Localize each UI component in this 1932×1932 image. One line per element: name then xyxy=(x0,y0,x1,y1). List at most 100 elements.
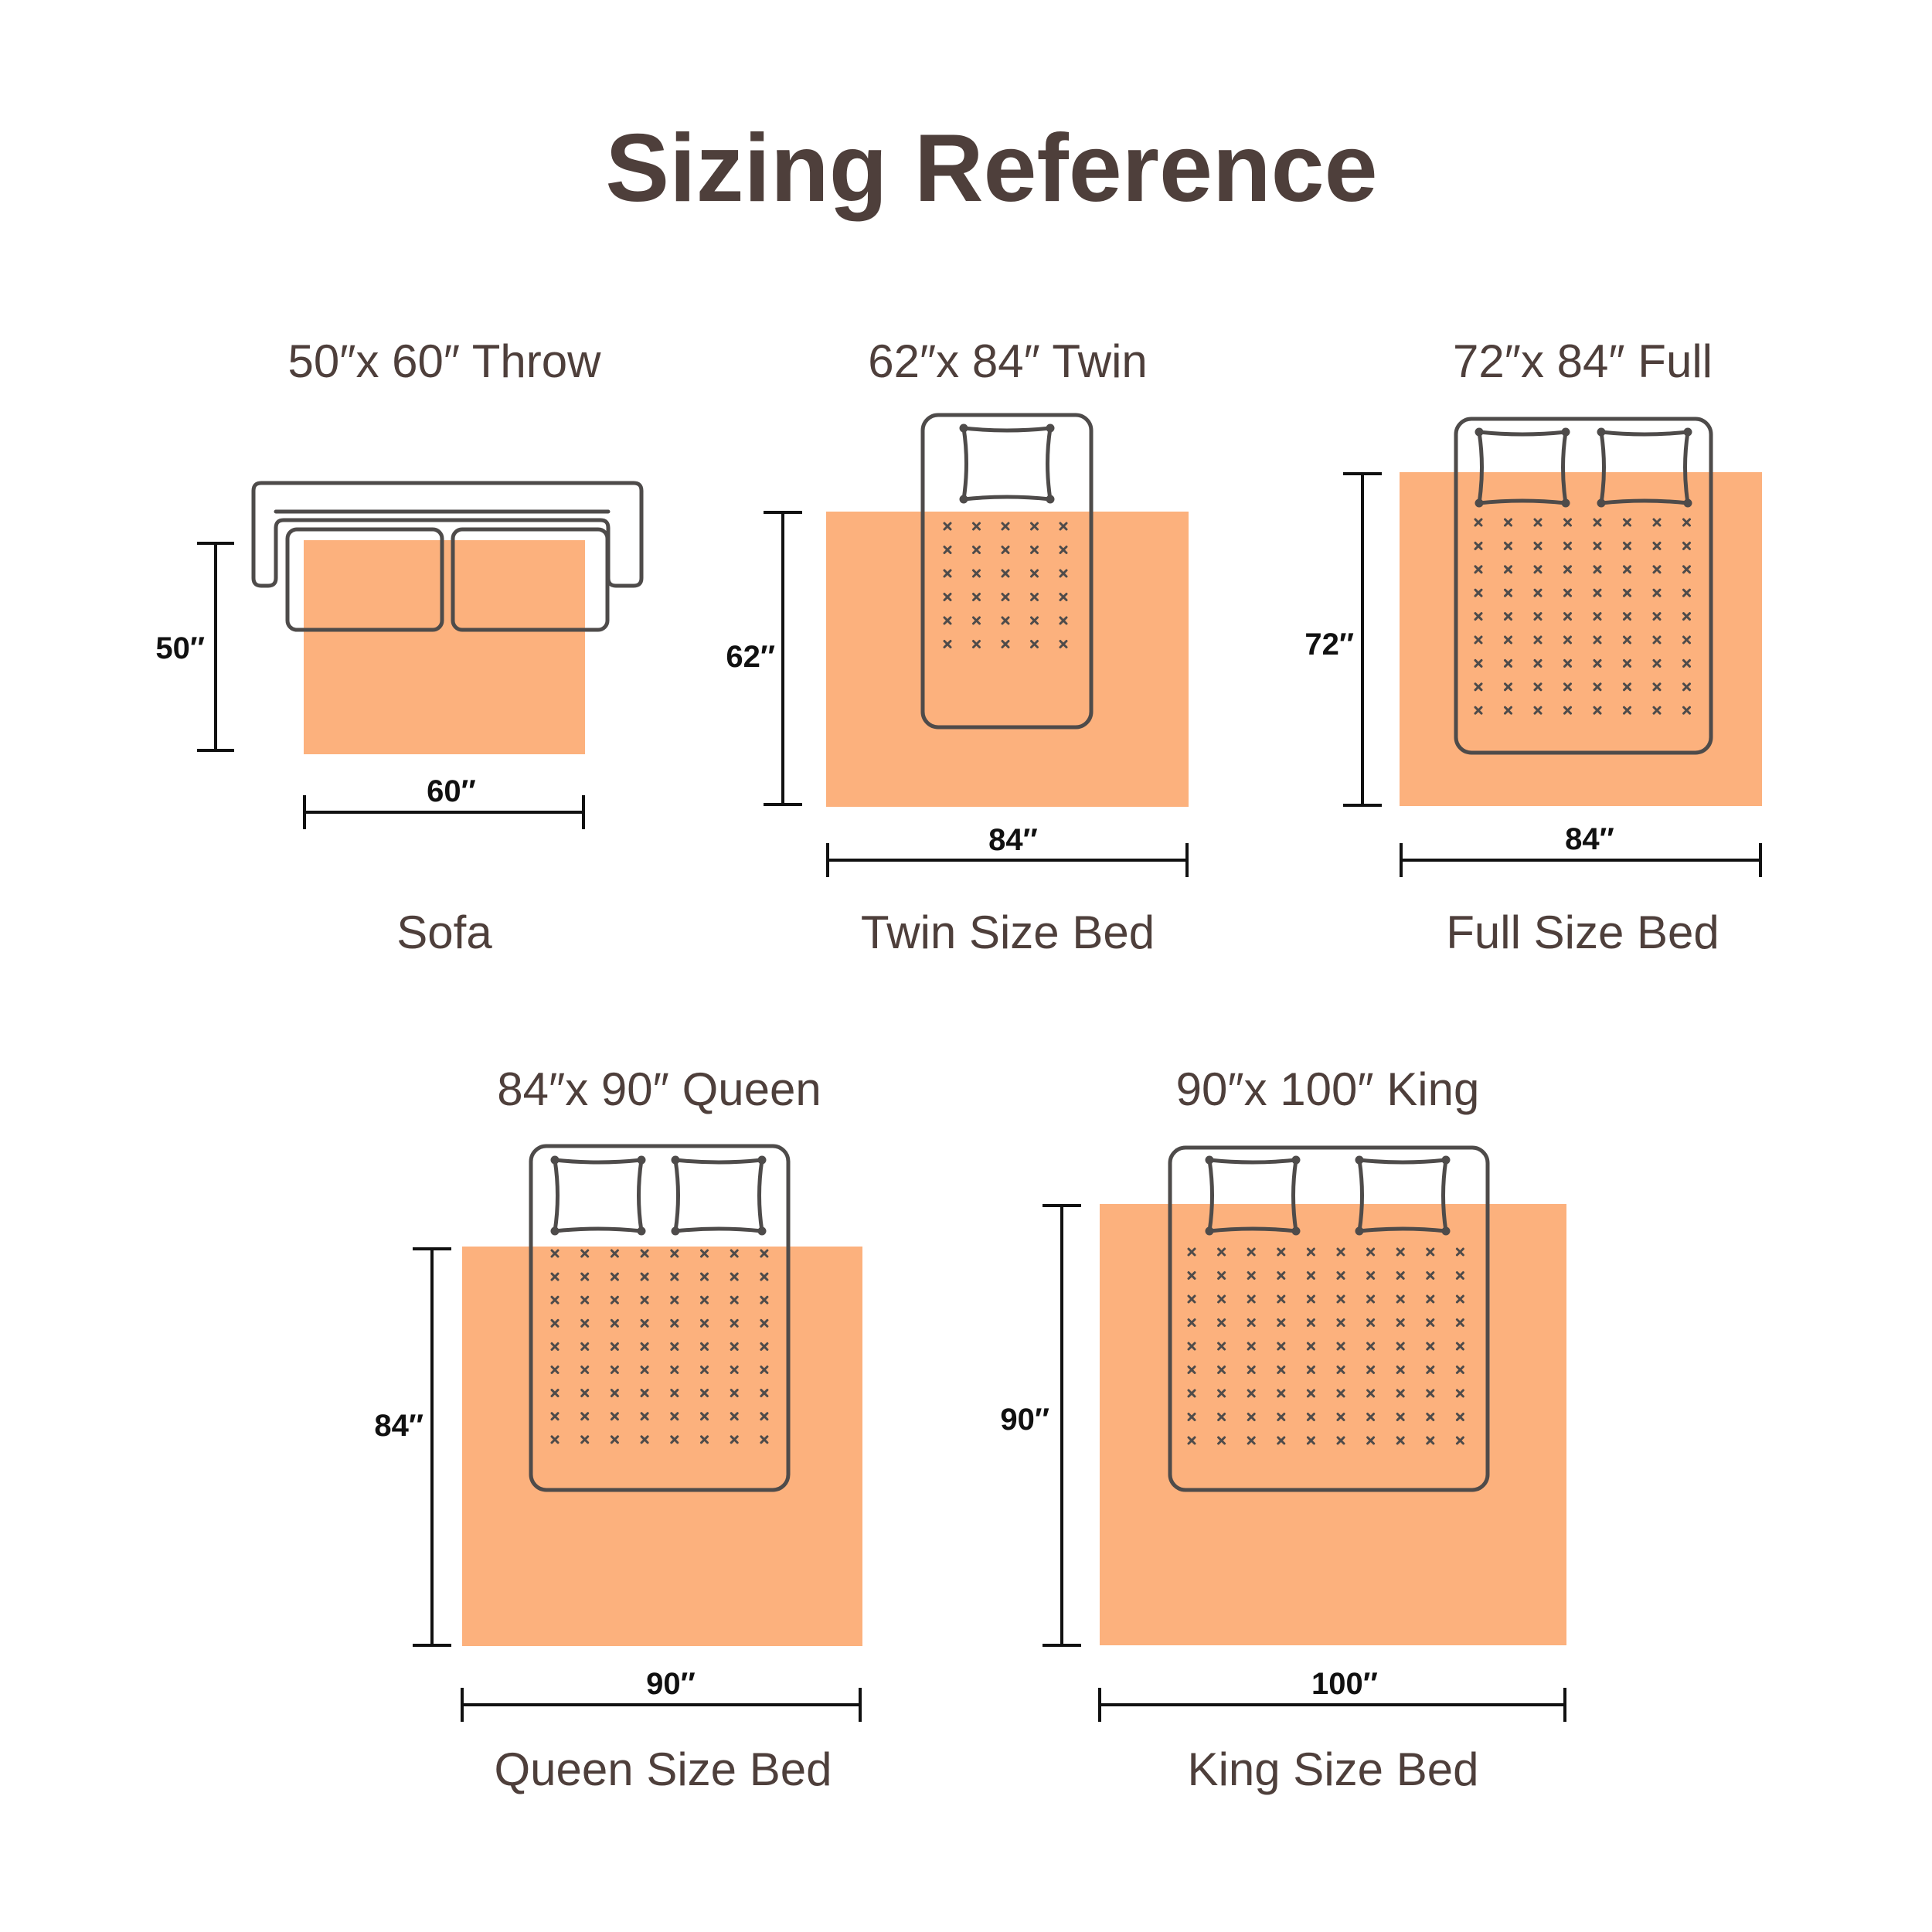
tuft-mark xyxy=(1306,1271,1315,1280)
tuft-mark xyxy=(670,1272,679,1281)
tuft-mark xyxy=(1217,1413,1226,1421)
tuft-mark xyxy=(1366,1318,1376,1327)
tuft-mark xyxy=(1455,1247,1464,1257)
pillow-corner xyxy=(1291,1155,1301,1165)
tuft-mark xyxy=(550,1295,560,1304)
pillow-corner xyxy=(1205,1155,1214,1165)
king-width-label: 100″ xyxy=(1311,1667,1378,1701)
tuft-mark xyxy=(1247,1271,1256,1280)
tuft-mark xyxy=(640,1366,649,1374)
tuft-mark xyxy=(1533,612,1543,621)
tuft-mark xyxy=(1682,541,1691,550)
twin-blanket xyxy=(826,512,1189,807)
tuft-mark xyxy=(1306,1413,1315,1421)
tuft-mark xyxy=(1504,588,1512,597)
tuft-mark xyxy=(1217,1247,1226,1257)
queen-size-label: 84″x 90″ Queen xyxy=(497,1063,821,1115)
tuft-mark xyxy=(760,1366,769,1374)
tuft-mark xyxy=(670,1342,679,1351)
queen-caption: Queen Size Bed xyxy=(495,1743,832,1795)
tuft-mark xyxy=(972,546,981,554)
pillow-corner xyxy=(1355,1226,1364,1236)
tuft-mark xyxy=(1474,565,1483,574)
tuft-mark xyxy=(1426,1413,1435,1421)
twin-caption: Twin Size Bed xyxy=(861,906,1155,958)
pillow-corner xyxy=(1597,498,1606,508)
tuft-mark xyxy=(972,522,981,531)
twin-width-label: 84″ xyxy=(988,823,1038,857)
tuft-mark xyxy=(1593,588,1602,597)
pillow-corner xyxy=(1205,1226,1214,1236)
tuft-mark xyxy=(610,1389,619,1398)
tuft-mark xyxy=(1426,1318,1435,1327)
tuft-mark xyxy=(1001,569,1010,578)
throw-width-label: 60″ xyxy=(427,774,476,808)
pillow-corner xyxy=(757,1226,767,1236)
tuft-mark xyxy=(610,1318,619,1328)
tuft-mark xyxy=(700,1412,709,1421)
tuft-mark xyxy=(1563,518,1572,527)
tuft-mark xyxy=(1366,1436,1376,1445)
pillow-corner xyxy=(1046,423,1055,433)
tuft-mark xyxy=(1217,1366,1226,1374)
tuft-mark xyxy=(1652,612,1662,621)
tuft-mark xyxy=(1533,682,1543,692)
throw-size-label: 50″x 60″ Throw xyxy=(288,335,602,387)
tuft-mark xyxy=(1682,588,1691,597)
tuft-mark xyxy=(1030,640,1039,648)
tuft-mark xyxy=(670,1295,679,1304)
tuft-mark xyxy=(1187,1413,1196,1421)
queen-bed-outline xyxy=(529,1144,791,1492)
tuft-mark xyxy=(1366,1247,1376,1257)
tuft-mark xyxy=(1474,612,1483,621)
tuft-mark xyxy=(1652,541,1662,550)
tuft-mark xyxy=(1593,706,1602,715)
tuft-mark xyxy=(1217,1294,1226,1304)
tuft-mark xyxy=(1187,1271,1196,1280)
queen-panel: 84″x 90″ Queen 84″ 90″ Queen Size Bed xyxy=(374,1063,862,1795)
tuft-mark xyxy=(1474,706,1483,715)
tuft-mark xyxy=(1533,588,1543,597)
tuft-mark xyxy=(1247,1413,1256,1421)
tuft-mark xyxy=(1682,565,1691,574)
twin-bed-outline xyxy=(920,413,1094,730)
tuft-mark xyxy=(580,1389,590,1398)
pillow-corner xyxy=(1046,495,1055,504)
tuft-mark xyxy=(1426,1436,1435,1445)
tuft-mark xyxy=(1652,518,1662,527)
tuft-mark xyxy=(1306,1318,1315,1327)
tuft-mark xyxy=(640,1272,649,1281)
tuft-mark xyxy=(1455,1366,1464,1374)
twin-panel: 62″x 84″ Twin 62″ 84″ Twin Size Bed xyxy=(726,335,1189,958)
tuft-mark xyxy=(1059,546,1068,554)
pillow-corner xyxy=(1683,498,1692,508)
tuft-mark xyxy=(670,1366,679,1374)
tuft-mark xyxy=(700,1342,709,1351)
bed-tufting xyxy=(943,522,1068,648)
tuft-mark xyxy=(1426,1342,1435,1351)
tuft-mark xyxy=(670,1435,679,1444)
tuft-mark xyxy=(1474,635,1483,645)
tuft-mark xyxy=(1682,518,1691,527)
pillow-corner xyxy=(1441,1226,1451,1236)
pillow-icon xyxy=(1355,1155,1451,1236)
tuft-mark xyxy=(1396,1366,1405,1374)
tuft-mark xyxy=(610,1249,619,1258)
pillow-corner xyxy=(959,495,968,504)
tuft-mark xyxy=(1504,612,1512,621)
tuft-mark xyxy=(700,1435,709,1444)
tuft-mark xyxy=(1455,1436,1464,1445)
tuft-mark xyxy=(1247,1318,1256,1327)
tuft-mark xyxy=(550,1249,560,1258)
tuft-mark xyxy=(1336,1318,1345,1327)
tuft-mark xyxy=(700,1318,709,1328)
throw-blanket xyxy=(304,540,585,754)
tuft-mark xyxy=(1247,1436,1256,1445)
tuft-mark xyxy=(640,1389,649,1398)
tuft-mark xyxy=(1187,1318,1196,1327)
twin-width-dimension xyxy=(826,843,1189,877)
tuft-mark xyxy=(1277,1318,1286,1327)
tuft-mark xyxy=(1059,616,1068,625)
tuft-mark xyxy=(1474,682,1483,692)
tuft-mark xyxy=(1563,682,1572,692)
